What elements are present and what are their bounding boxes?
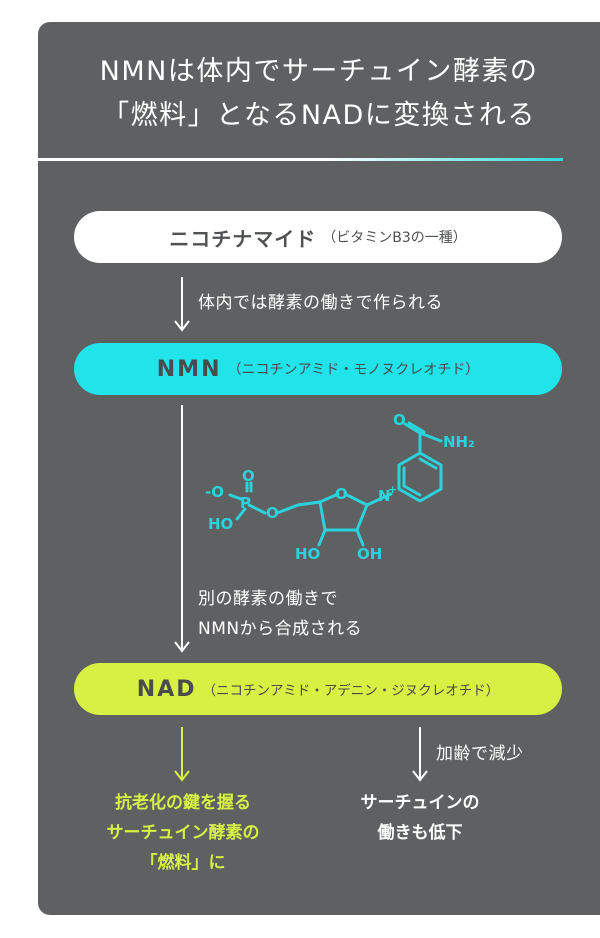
ester-oxygen-label: O xyxy=(266,504,279,522)
outcome-left-line-1: 抗老化の鍵を握る xyxy=(115,793,251,813)
phosphate-anion-label: -O xyxy=(205,483,224,501)
outcome-sirtuin-decline: サーチュインの 働きも低下 xyxy=(320,788,520,848)
phosphate-oxygen-label: O xyxy=(242,467,255,485)
nad-name: NAD xyxy=(136,676,197,702)
title-line-1: NMNは体内でサーチュイン酵素の xyxy=(99,56,539,87)
arrow-down-lime-icon xyxy=(174,727,190,782)
nmn-molecule-structure: NH₂ O N + O O P O -O HO HO OH xyxy=(205,411,475,563)
outcome-anti-aging: 抗老化の鍵を握る サーチュイン酵素の 「燃料」に xyxy=(78,788,288,878)
amide-nh2-label: NH₂ xyxy=(443,433,475,451)
step-2-label: 別の酵素の働きで NMNから合成される xyxy=(198,584,362,644)
diagram-panel xyxy=(38,22,600,915)
nmn-name: NMN xyxy=(156,356,222,382)
arrow-down-long-icon xyxy=(174,405,190,653)
nad-node: NAD （ニコチンアミド・アデニン・ジヌクレオチド） xyxy=(74,663,562,715)
step-1-label: 体内では酵素の働きで作られる xyxy=(198,293,443,313)
arrow-down-icon xyxy=(174,277,190,332)
outcome-right-line-1: サーチュインの xyxy=(360,793,480,813)
phosphorus-label: P xyxy=(240,494,251,512)
nmn-node: NMN （ニコチンアミド・モノヌクレオチド） xyxy=(74,343,562,395)
step-2-line-1: 別の酵素の働きで xyxy=(198,589,338,609)
niacinamide-node: ニコチナマイド （ビタミンB3の一種） xyxy=(74,211,562,263)
pyridinium-nitrogen-label: N xyxy=(378,487,391,505)
outcome-left-line-3: 「燃料」に xyxy=(140,853,226,873)
ribose-hydroxyl-left-label: HO xyxy=(295,545,320,563)
title-underline xyxy=(38,158,563,161)
nad-note: （ニコチンアミド・アデニン・ジヌクレオチド） xyxy=(202,683,500,699)
outcome-left-line-2: サーチュイン酵素の xyxy=(106,823,260,843)
niacinamide-note: （ビタミンB3の一種） xyxy=(322,230,467,246)
ribose-oxygen-label: O xyxy=(335,485,348,503)
phosphate-hydroxyl-label: HO xyxy=(208,515,233,533)
step-3-label: 加齢で減少 xyxy=(436,744,524,764)
title-line-2: 「燃料」となるNADに変換される xyxy=(102,100,536,131)
nmn-note: （ニコチンアミド・モノヌクレオチド） xyxy=(227,362,480,378)
page-title: NMNは体内でサーチュイン酵素の 「燃料」となるNADに変換される xyxy=(38,50,600,138)
step-2-line-2: NMNから合成される xyxy=(198,619,363,639)
ribose-hydroxyl-right-label: OH xyxy=(357,545,382,563)
niacinamide-name: ニコチナマイド xyxy=(169,226,317,251)
positive-charge-label: + xyxy=(388,483,397,496)
arrow-down-right-icon xyxy=(412,727,428,782)
amide-oxygen-label: O xyxy=(393,411,406,429)
outcome-right-line-2: 働きも低下 xyxy=(377,823,463,843)
